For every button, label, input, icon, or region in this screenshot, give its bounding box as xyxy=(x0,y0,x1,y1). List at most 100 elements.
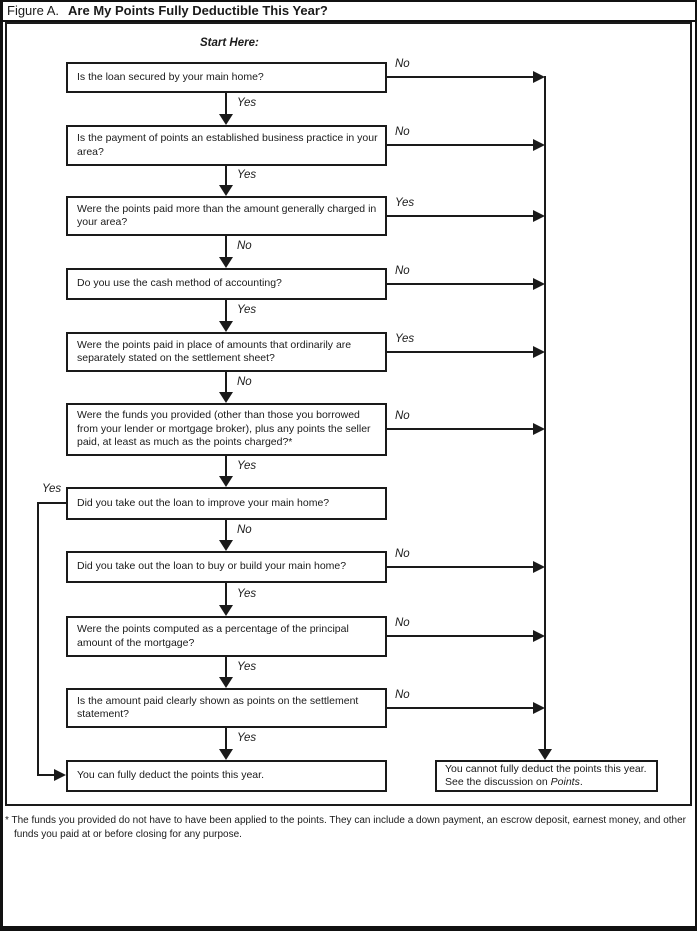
label-q8-side: No xyxy=(395,548,410,560)
page-border-top xyxy=(0,0,697,2)
label-q4-down: Yes xyxy=(237,304,257,316)
connector-q7-q8 xyxy=(225,520,227,540)
label-q8-down: Yes xyxy=(237,588,257,600)
label-q1-down: Yes xyxy=(237,97,257,109)
branch-q2-right xyxy=(387,144,533,146)
connector-q6-q7 xyxy=(225,456,227,476)
page-border-bottom xyxy=(0,926,697,931)
branch-q3-right xyxy=(387,215,533,217)
arrow-down-icon xyxy=(219,257,233,268)
label-q9-down: Yes xyxy=(237,661,257,673)
figure-title-row: Figure A. Are My Points Fully Deductible … xyxy=(7,3,328,18)
figure-title: Are My Points Fully Deductible This Year… xyxy=(68,3,328,18)
connector-q8-q9 xyxy=(225,583,227,605)
label-q4-side: No xyxy=(395,265,410,277)
arrow-down-icon xyxy=(219,677,233,688)
footnote: * The funds you provided do not have to … xyxy=(5,815,687,840)
arrow-down-icon xyxy=(538,749,552,760)
branch-q1-right xyxy=(387,76,533,78)
result-no-text: You cannot fully deduct the points this … xyxy=(445,762,647,789)
connector-q3-q4 xyxy=(225,236,227,257)
arrow-right-icon xyxy=(533,278,545,290)
connector-q2-q3 xyxy=(225,166,227,185)
label-q3-side: Yes xyxy=(395,197,415,209)
connector-q5-q6 xyxy=(225,372,227,392)
branch-q4-right xyxy=(387,283,533,285)
branch-q7-left-vertical xyxy=(37,502,39,776)
flow-box-result-no: You cannot fully deduct the points this … xyxy=(435,760,658,792)
flow-box-q1-text: Is the loan secured by your main home? xyxy=(77,70,264,83)
flow-box-q4: Do you use the cash method of accounting… xyxy=(66,268,387,300)
flow-box-q6-text: Were the funds you provided (other than … xyxy=(77,409,371,449)
branch-q8-right xyxy=(387,566,533,568)
arrow-right-icon xyxy=(533,702,545,714)
label-q7-down: No xyxy=(237,524,252,536)
flow-box-q1: Is the loan secured by your main home? xyxy=(66,62,387,93)
flow-box-q6: Were the funds you provided (other than … xyxy=(66,403,387,456)
label-q9-side: No xyxy=(395,617,410,629)
arrow-right-icon xyxy=(533,210,545,222)
connector-q1-q2 xyxy=(225,93,227,114)
flow-box-result-yes: You can fully deduct the points this yea… xyxy=(66,760,387,792)
branch-q6-right xyxy=(387,428,533,430)
flow-box-q8-text: Did you take out the loan to buy or buil… xyxy=(77,560,347,573)
label-q6-side: No xyxy=(395,410,410,422)
arrow-down-icon xyxy=(219,476,233,487)
arrow-down-icon xyxy=(219,749,233,760)
arrow-down-icon xyxy=(219,392,233,403)
label-q3-down: No xyxy=(237,240,252,252)
arrow-down-icon xyxy=(219,321,233,332)
label-q5-side: Yes xyxy=(395,333,415,345)
label-q5-down: No xyxy=(237,376,252,388)
flow-box-q2: Is the payment of points an established … xyxy=(66,125,387,166)
branch-q7-left-top xyxy=(37,502,66,504)
arrow-right-icon xyxy=(533,346,545,358)
flow-box-q10: Is the amount paid clearly shown as poin… xyxy=(66,688,387,728)
result-no-italic: Points xyxy=(550,776,580,788)
arrow-down-icon xyxy=(219,185,233,196)
connector-q10-result xyxy=(225,728,227,749)
flow-box-q5-text: Were the points paid in place of amounts… xyxy=(77,338,352,365)
label-q1-side: No xyxy=(395,58,410,70)
arrow-right-icon xyxy=(533,630,545,642)
flow-box-q8: Did you take out the loan to buy or buil… xyxy=(66,551,387,583)
branch-q10-right xyxy=(387,707,533,709)
flow-box-q9: Were the points computed as a percentage… xyxy=(66,616,387,657)
flow-box-q9-text: Were the points computed as a percentage… xyxy=(77,623,349,649)
result-yes-text: You can fully deduct the points this yea… xyxy=(77,769,264,782)
connector-q4-q5 xyxy=(225,300,227,321)
arrow-down-icon xyxy=(219,605,233,616)
arrow-down-icon xyxy=(219,540,233,551)
page-border-right xyxy=(695,0,697,931)
flow-box-q10-text: Is the amount paid clearly shown as poin… xyxy=(77,694,359,721)
branch-q5-right xyxy=(387,351,533,353)
result-no-suffix: . xyxy=(579,776,583,788)
arrow-right-icon xyxy=(533,71,545,83)
arrow-down-icon xyxy=(219,114,233,125)
label-q2-side: No xyxy=(395,126,410,138)
arrow-right-icon xyxy=(54,769,66,781)
label-q10-side: No xyxy=(395,689,410,701)
branch-q7-left-bottom xyxy=(37,774,54,776)
label-q2-down: Yes xyxy=(237,169,257,181)
label-q7-side: Yes xyxy=(42,483,62,495)
branch-q9-right xyxy=(387,635,533,637)
arrow-right-icon xyxy=(533,423,545,435)
flow-box-q7-text: Did you take out the loan to improve you… xyxy=(77,496,330,509)
label-q6-down: Yes xyxy=(237,460,257,472)
flow-box-q2-text: Is the payment of points an established … xyxy=(77,132,378,158)
collector-line-no xyxy=(544,76,546,749)
figure-label: Figure A. xyxy=(7,3,60,18)
flow-box-q7: Did you take out the loan to improve you… xyxy=(66,487,387,520)
connector-q9-q10 xyxy=(225,657,227,677)
label-q10-down: Yes xyxy=(237,732,257,744)
arrow-right-icon xyxy=(533,139,545,151)
flow-box-q5: Were the points paid in place of amounts… xyxy=(66,332,387,372)
page-border-left xyxy=(0,0,3,931)
arrow-right-icon xyxy=(533,561,545,573)
start-here-label: Start Here: xyxy=(200,37,259,49)
title-divider xyxy=(0,20,697,22)
flow-box-q3: Were the points paid more than the amoun… xyxy=(66,196,387,236)
flow-box-q4-text: Do you use the cash method of accounting… xyxy=(77,277,282,290)
